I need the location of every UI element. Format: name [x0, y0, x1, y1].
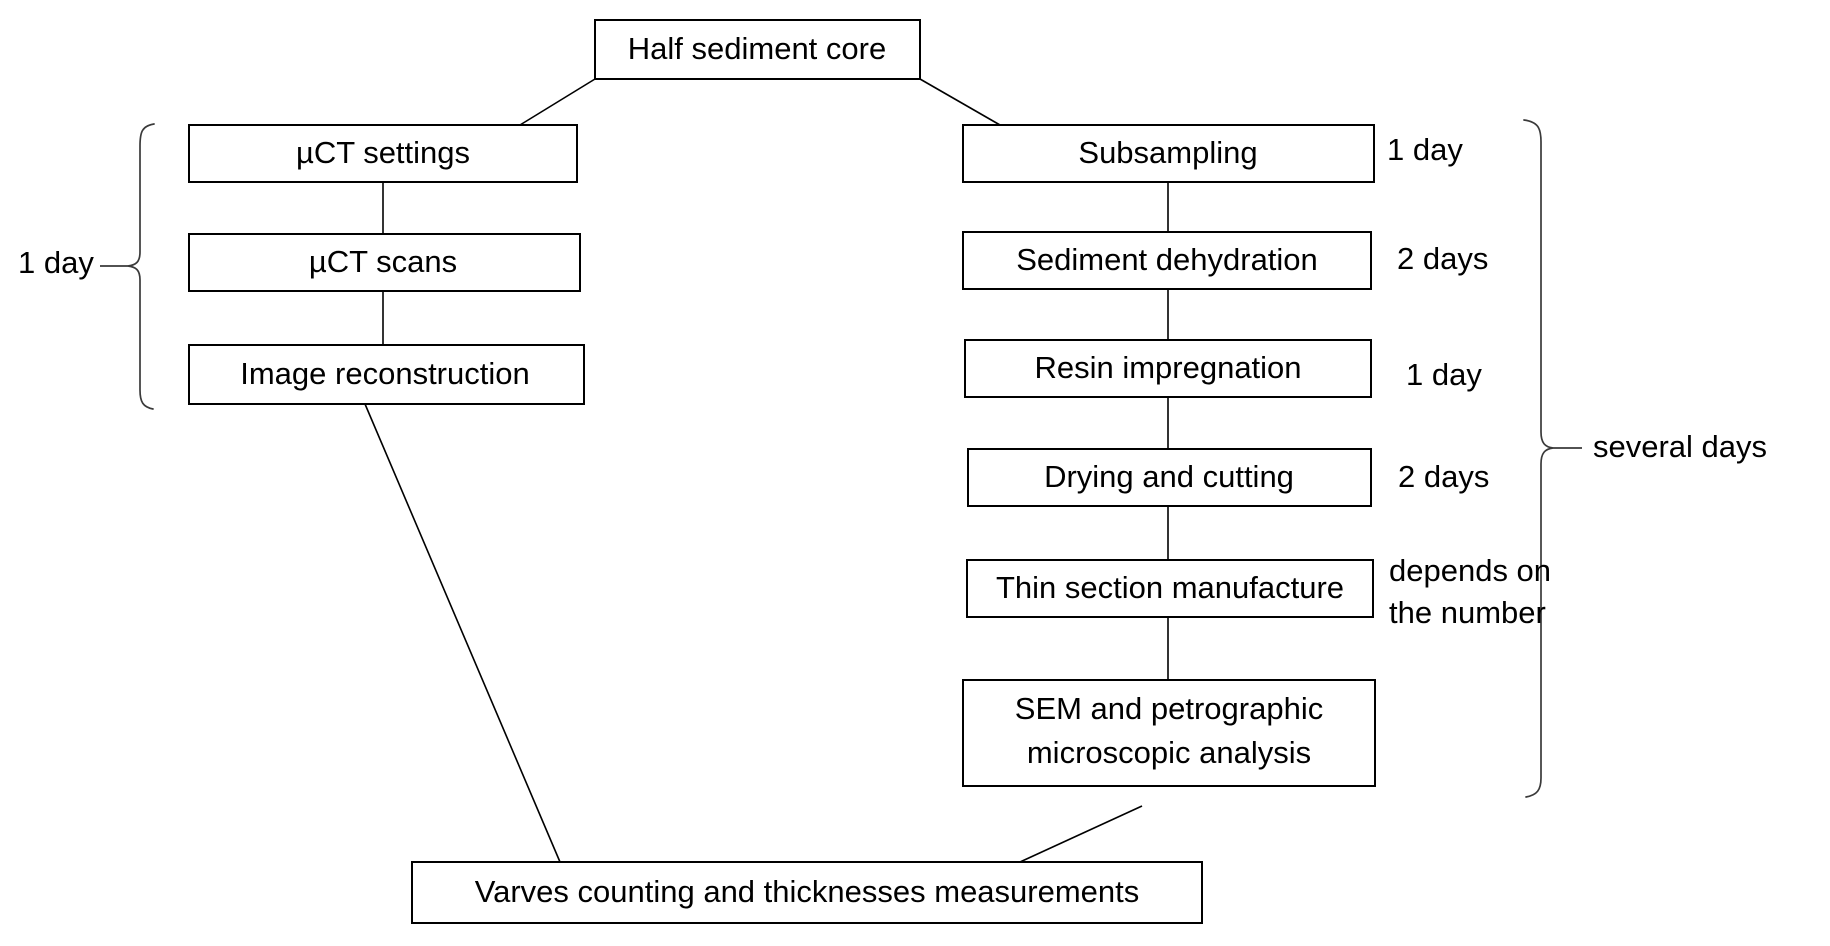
sem-petrographic-analysis-box[interactable]	[962, 679, 1376, 787]
node-sediment-dehydration[interactable]: Sediment dehydration	[962, 231, 1372, 290]
varves-counting-label: Varves counting and thicknesses measurem…	[475, 874, 1140, 909]
right-bracket-label: several days	[1593, 429, 1767, 464]
sediment-dehydration-box[interactable]	[962, 231, 1372, 290]
half-sediment-core-label: Half sediment core	[628, 31, 886, 66]
uct-settings-label: µCT settings	[296, 135, 470, 170]
node-half-sediment-core[interactable]: Half sediment core	[594, 19, 921, 80]
left-brace	[127, 123, 155, 410]
varves-counting-box[interactable]	[411, 861, 1203, 924]
connector-sem-to-varves	[1019, 805, 1143, 863]
connector-root-to-subsampling	[919, 78, 1001, 126]
brace-group	[100, 119, 1582, 798]
connector-image-reconstruction-to-varves	[364, 403, 561, 863]
drying-and-cutting-box[interactable]	[967, 448, 1372, 507]
node-subsampling[interactable]: Subsampling	[962, 124, 1375, 183]
node-resin-impregnation[interactable]: Resin impregnation	[964, 339, 1372, 398]
resin-impregnation-label: Resin impregnation	[1034, 350, 1301, 385]
duration-thin-section-line1: depends on	[1389, 553, 1551, 588]
node-uct-scans[interactable]: µCT scans	[188, 233, 581, 292]
sem-petrographic-analysis-label-line2: microscopic analysis	[1027, 735, 1311, 770]
node-image-reconstruction[interactable]: Image reconstruction	[188, 344, 585, 405]
sediment-dehydration-label: Sediment dehydration	[1016, 242, 1318, 277]
node-uct-settings[interactable]: µCT settings	[188, 124, 578, 183]
half-sediment-core-box[interactable]	[594, 19, 921, 80]
resin-impregnation-box[interactable]	[964, 339, 1372, 398]
uct-settings-box[interactable]	[188, 124, 578, 183]
node-varves-counting[interactable]: Varves counting and thicknesses measurem…	[411, 861, 1203, 924]
right-brace	[1523, 119, 1554, 798]
image-reconstruction-box[interactable]	[188, 344, 585, 405]
left-bracket-label: 1 day	[18, 245, 94, 280]
connector-group	[364, 78, 1169, 863]
node-sem-petrographic-analysis[interactable]: SEM and petrographic microscopic analysi…	[962, 679, 1376, 787]
duration-subsampling: 1 day	[1387, 132, 1463, 167]
sem-petrographic-analysis-label-line1: SEM and petrographic	[1015, 691, 1323, 726]
drying-and-cutting-label: Drying and cutting	[1044, 459, 1294, 494]
duration-sediment-dehydration: 2 days	[1397, 241, 1488, 276]
connector-root-to-uct-settings	[519, 78, 596, 126]
subsampling-label: Subsampling	[1078, 135, 1257, 170]
uct-scans-box[interactable]	[188, 233, 581, 292]
node-drying-and-cutting[interactable]: Drying and cutting	[967, 448, 1372, 507]
duration-drying-and-cutting: 2 days	[1398, 459, 1489, 494]
node-thin-section-manufacture[interactable]: Thin section manufacture	[966, 559, 1374, 618]
duration-resin-impregnation: 1 day	[1406, 357, 1482, 392]
thin-section-manufacture-box[interactable]	[966, 559, 1374, 618]
uct-scans-label: µCT scans	[309, 244, 457, 279]
duration-thin-section-line2: the number	[1389, 595, 1546, 630]
image-reconstruction-label: Image reconstruction	[240, 356, 529, 391]
thin-section-manufacture-label: Thin section manufacture	[996, 570, 1344, 605]
subsampling-box[interactable]	[962, 124, 1375, 183]
duration-label-group: 1 day 2 days 1 day 2 days depends on the…	[1387, 132, 1551, 630]
